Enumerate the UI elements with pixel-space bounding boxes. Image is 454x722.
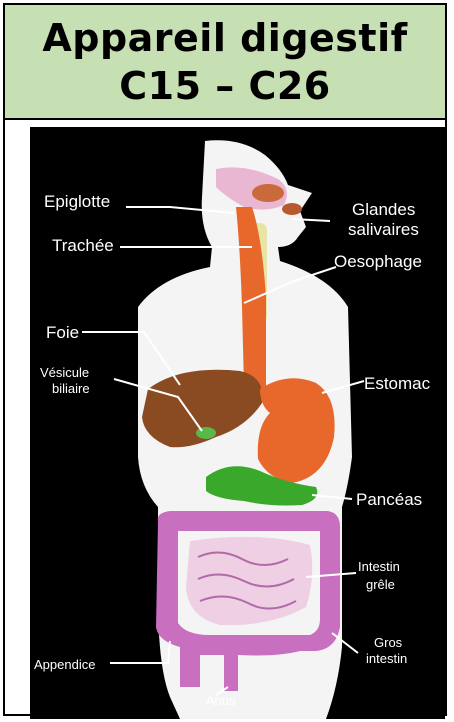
label-glandes: Glandes [352,200,415,219]
gallbladder [196,427,216,439]
label-biliaire: biliaire [52,381,90,396]
digestive-system-illustration: Epiglotte Glandes salivaires Trachée Oes… [30,127,445,719]
label-gros: Gros [374,635,403,650]
label-epiglotte: Epiglotte [44,192,110,211]
label-anus: Anus [206,693,236,708]
salivary-glands [252,184,284,202]
small-intestine [186,537,312,625]
anatomy-card: Appareil digestif C15 – C26 [3,3,447,716]
label-foie: Foie [46,323,79,342]
salivary-glands-2 [282,203,302,215]
code-range: C15 – C26 [119,62,331,110]
label-intestin-grele: Intestin [358,559,400,574]
label-panceas: Pancéas [356,490,422,509]
label-vesicule: Vésicule [40,365,89,380]
label-trachee: Trachée [52,236,114,255]
label-oesophage: Oesophage [334,252,422,271]
label-intestin: intestin [366,651,407,666]
label-grele: grêle [366,577,395,592]
rectum [224,655,238,691]
label-appendice: Appendice [34,657,95,672]
label-estomac: Estomac [364,374,431,393]
card-header: Appareil digestif C15 – C26 [5,5,445,120]
label-salivaires: salivaires [348,220,419,239]
digestive-diagram: Epiglotte Glandes salivaires Trachée Oes… [30,127,445,719]
page-title: Appareil digestif [42,14,407,62]
